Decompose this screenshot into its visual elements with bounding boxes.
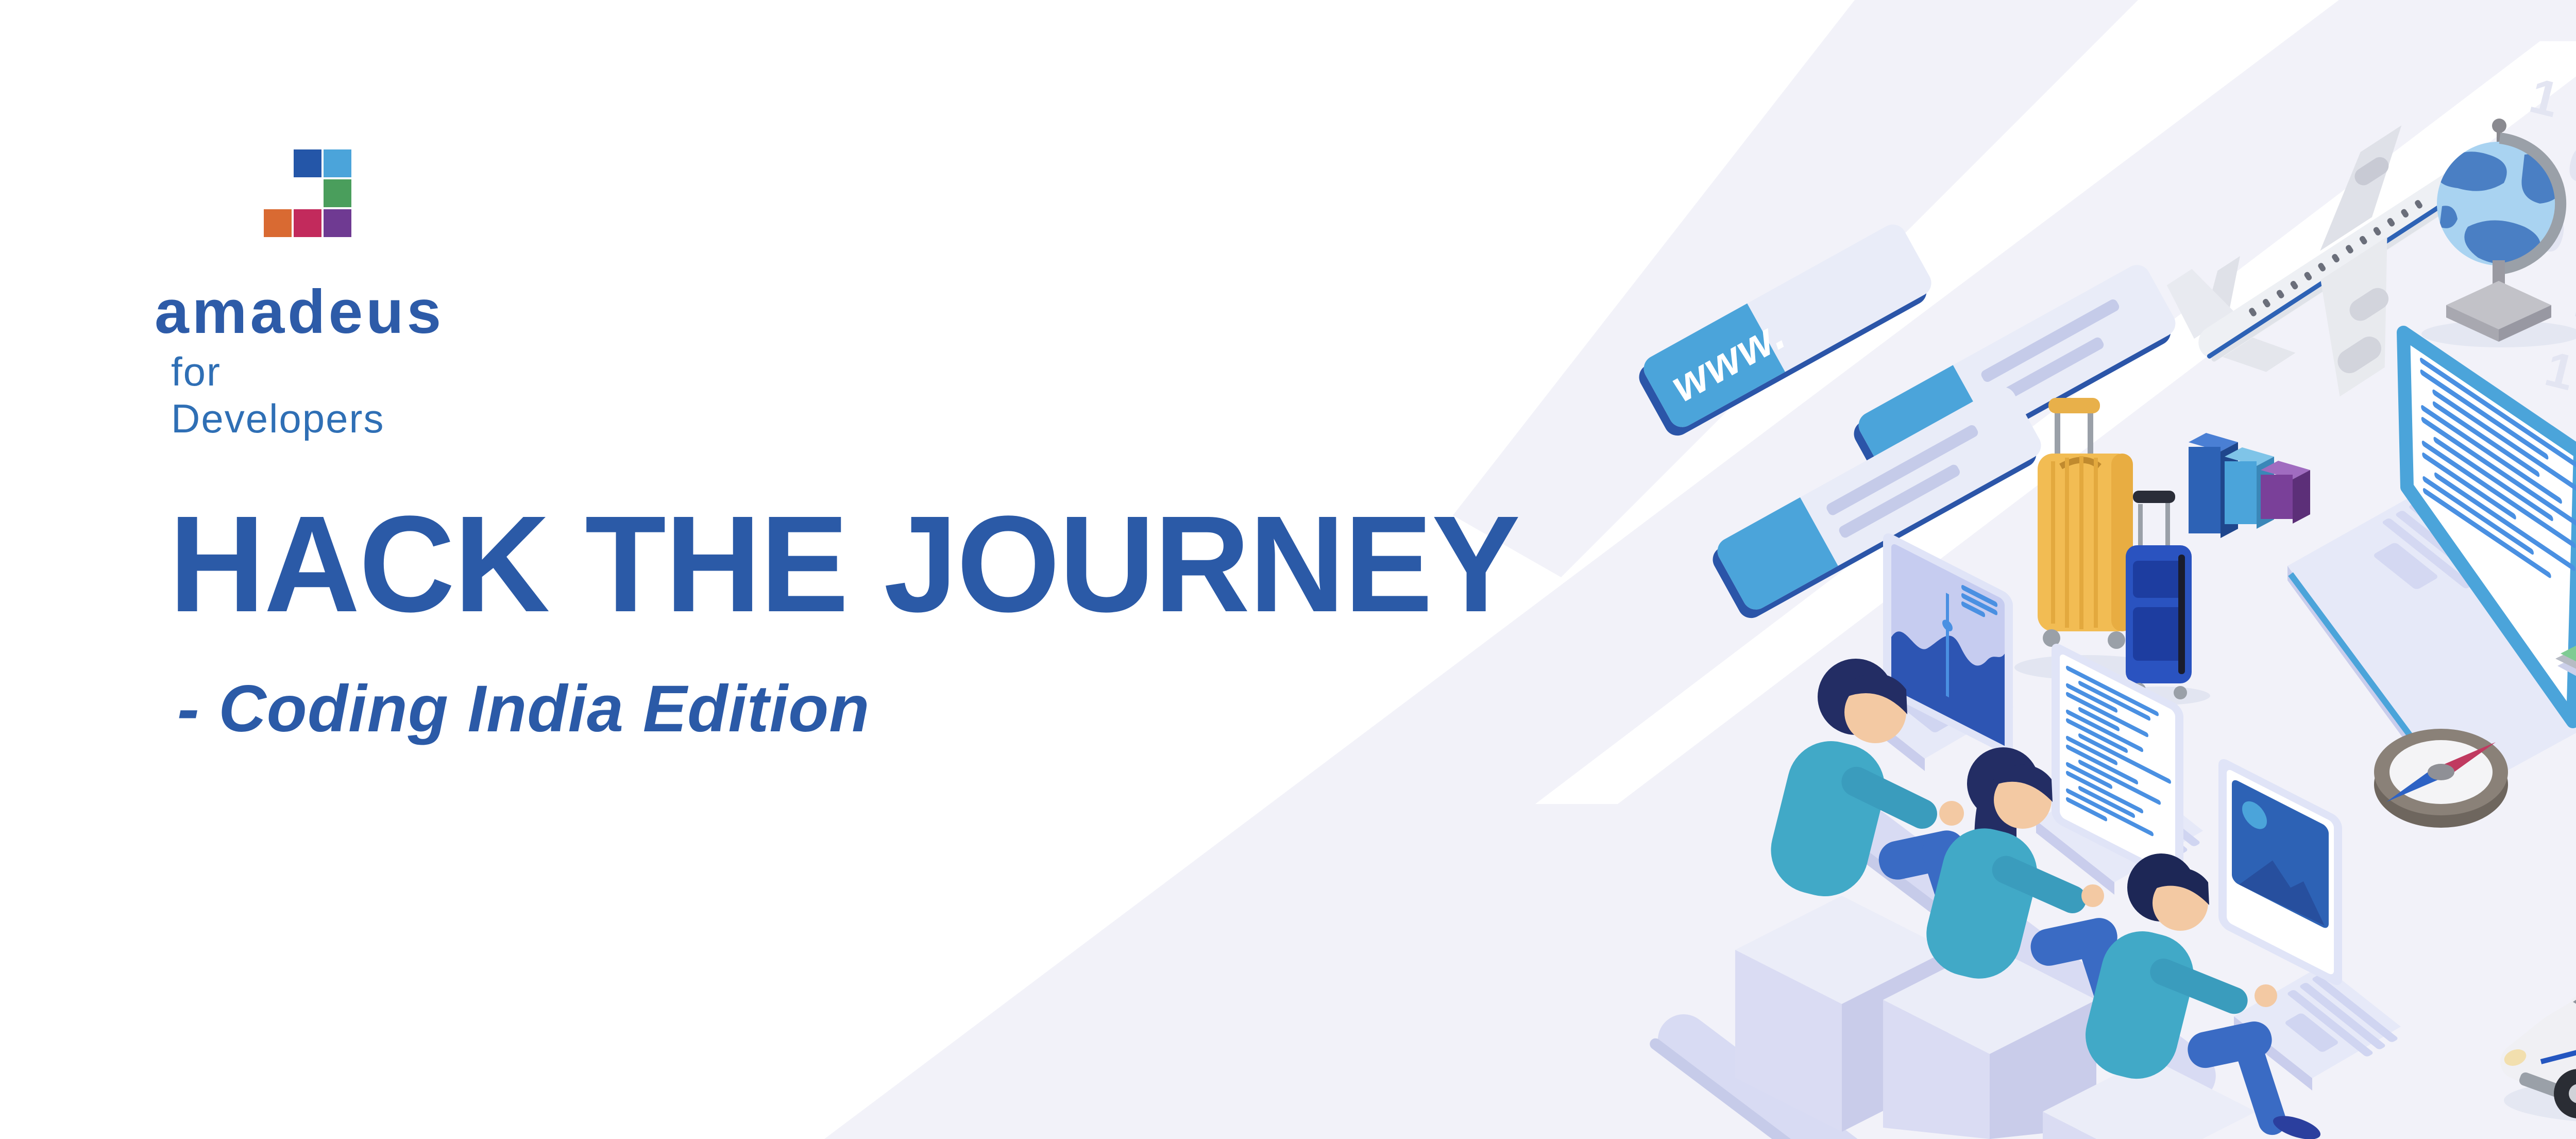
- map: [2555, 645, 2576, 676]
- logo-square-lightblue: [324, 149, 351, 177]
- globe: [2421, 119, 2576, 347]
- event-subtitle: - Coding India Edition: [177, 672, 870, 746]
- bar-chart-3d: [2189, 433, 2310, 538]
- amadeus-tagline: for Developers: [171, 349, 385, 441]
- logo-square-orange: [264, 209, 292, 237]
- logo-square-green: [324, 179, 351, 207]
- compass: [2374, 729, 2508, 828]
- airplane: [2166, 125, 2489, 397]
- info-card-bottom: [1713, 387, 2041, 618]
- airplane-windows: [2249, 200, 2422, 316]
- logo-square-darkblue: [294, 149, 321, 177]
- event-title: HACK THE JOURNEY: [169, 488, 1520, 641]
- logo-square-crimson: [294, 209, 321, 237]
- person-coder-3: [2043, 853, 2320, 1139]
- yellow-suitcase: [2038, 398, 2133, 649]
- logo-square-purple: [324, 209, 351, 237]
- amadeus-wordmark: amadeus: [155, 277, 445, 346]
- laptop-code-lines: [2066, 665, 2171, 836]
- laptop-image: [2218, 759, 2401, 1091]
- car: [2500, 996, 2576, 1121]
- code-lines: [2420, 358, 2576, 578]
